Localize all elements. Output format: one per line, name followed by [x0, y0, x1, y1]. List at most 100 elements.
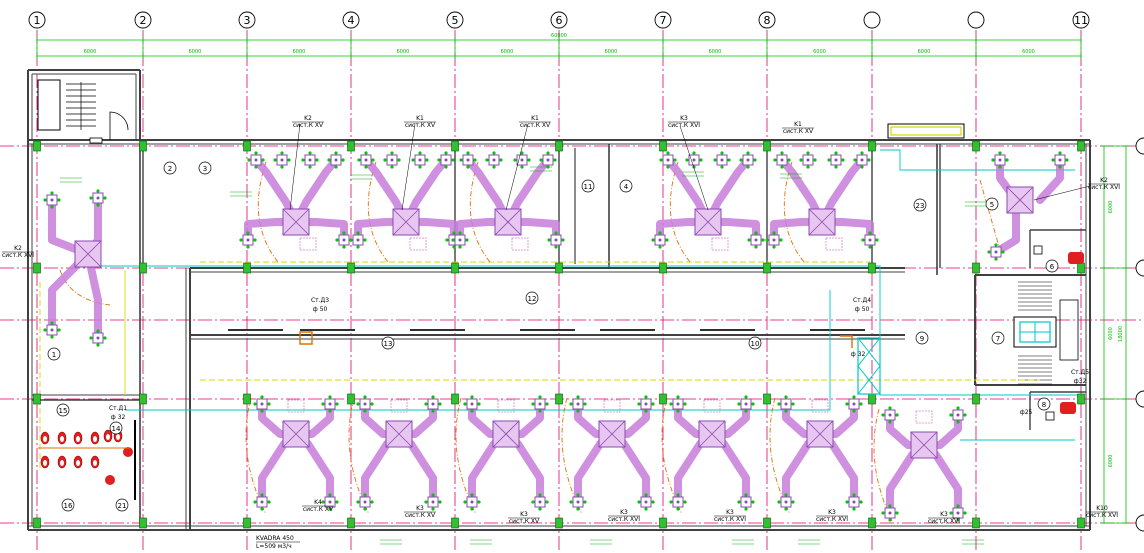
diffuser-mark [867, 158, 871, 162]
return-grille [825, 237, 843, 251]
diffuser-mark [644, 395, 648, 399]
ac-unit-cross [1006, 186, 1034, 214]
condensate-drain [561, 397, 583, 515]
diffuser-mark [50, 205, 54, 209]
room-bubble [1045, 259, 1059, 273]
diffuser-mark [676, 409, 680, 413]
diffuser-mark [676, 507, 680, 511]
column [972, 140, 980, 152]
diffuser-center [431, 402, 435, 406]
column [659, 517, 667, 529]
diffuser-mark [43, 328, 47, 332]
duct-run [84, 250, 102, 342]
diffuser-mark [273, 158, 277, 162]
unit-system-label: сист.К XVI [1088, 184, 1120, 191]
diffuser-mark [470, 507, 474, 511]
riser-diameter: ф 32 [851, 351, 866, 358]
unit-code-label: K3 [416, 505, 424, 512]
diffuser-mark [644, 409, 648, 413]
diffuser-mark [685, 158, 689, 162]
diffuser-center [363, 402, 367, 406]
diffuser-center [254, 158, 258, 162]
diffuser-mark [956, 518, 960, 522]
diffuser-mark [791, 402, 795, 406]
diffuser-mark [784, 493, 788, 497]
room-number: 23 [916, 202, 925, 210]
diffuser-mark [761, 238, 765, 242]
diffuser-mark [784, 507, 788, 511]
callout-leader [1033, 185, 1091, 201]
diffuser-mark [520, 165, 524, 169]
diffuser-center [431, 500, 435, 504]
diffuser-center [96, 196, 100, 200]
bay-dimension-text: 6000 [1022, 49, 1035, 55]
diffuser-mark [583, 402, 587, 406]
diffuser-mark [261, 158, 265, 162]
diffuser-center [50, 328, 54, 332]
diffuser-mark [260, 507, 264, 511]
diffuser-mark [720, 165, 724, 169]
diffuser-mark [418, 165, 422, 169]
diffuser-center [956, 413, 960, 417]
diffuser-mark [751, 500, 755, 504]
sink [123, 447, 133, 457]
diffuser-mark [841, 158, 845, 162]
diffuser-mark [253, 500, 257, 504]
room-bubble [619, 179, 633, 193]
diffuser-mark [683, 500, 687, 504]
diffuser-mark [673, 158, 677, 162]
return-grille [409, 237, 427, 251]
diffuser-mark [791, 500, 795, 504]
cyan-pipe-line [880, 149, 1075, 171]
diffuser-mark [444, 165, 448, 169]
column [868, 262, 876, 274]
room-number: 21 [118, 502, 127, 510]
diffuser-mark [720, 151, 724, 155]
diffuser-mark [666, 165, 670, 169]
diffuser-mark [784, 409, 788, 413]
diffuser-mark [363, 507, 367, 511]
diffuser-center [364, 158, 368, 162]
diffuser-mark [280, 151, 284, 155]
diffuser-center [676, 500, 680, 504]
diffuser-mark [458, 231, 462, 235]
riser-label: Ст.Д4 [853, 297, 871, 304]
diffuser-center [554, 238, 558, 242]
diffuser-mark [956, 406, 960, 410]
condensate-drain [59, 269, 111, 306]
columns [33, 140, 1085, 529]
diffuser-mark [784, 395, 788, 399]
diffuser-mark [363, 493, 367, 497]
diffuser-center [1058, 158, 1062, 162]
diffuser-mark [267, 402, 271, 406]
diffuser-mark [356, 245, 360, 249]
diffuser-mark [669, 402, 673, 406]
diffuser-mark [987, 250, 991, 254]
diffuser-center [363, 500, 367, 504]
stair-landing [1059, 299, 1079, 361]
diffuser-mark [531, 500, 535, 504]
axis-bubble [1135, 514, 1144, 532]
column [659, 262, 667, 274]
room-bubble [109, 421, 123, 435]
diffuser-mark [267, 500, 271, 504]
ac-unit-cross [808, 208, 836, 236]
diffuser-center [744, 500, 748, 504]
diffuser-mark [458, 245, 462, 249]
return-grille [811, 399, 829, 413]
diffuser-center [520, 158, 524, 162]
diffuser-mark [779, 238, 783, 242]
diffuser-mark [424, 500, 428, 504]
diffuser-center [50, 198, 54, 202]
diffuser-center [658, 238, 662, 242]
diffuser-center [96, 336, 100, 340]
diffuser-center [260, 500, 264, 504]
diffuser-mark [452, 245, 456, 249]
diffuser-mark [390, 165, 394, 169]
diffuser-mark [777, 500, 781, 504]
kvadra-note: KVADRA 450 [256, 535, 294, 542]
diffuser-mark [390, 151, 394, 155]
roof-hatch [887, 123, 965, 139]
diffuser-center [538, 402, 542, 406]
diffuser-center [280, 158, 284, 162]
